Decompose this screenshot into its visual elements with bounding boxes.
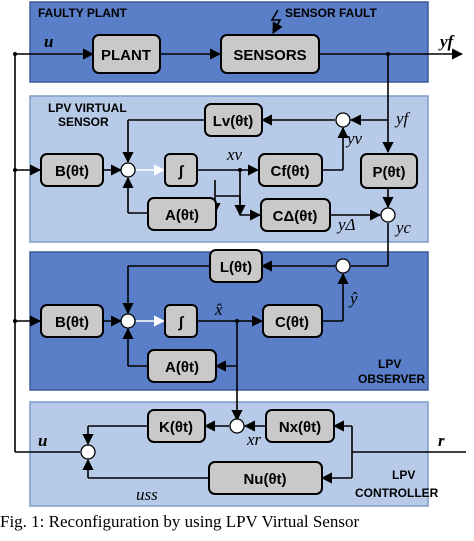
c-delta-block <box>260 198 331 232</box>
integrator-vs-label: ∫ <box>178 163 185 180</box>
l-obs-block <box>209 249 263 283</box>
a-obs-block <box>147 349 217 383</box>
a-vs-block <box>147 197 217 231</box>
b-vs-label: B(θt) <box>55 163 89 180</box>
faulty-plant-title: FAULTY PLANT <box>38 6 128 20</box>
a-obs-label: A(θt) <box>165 359 199 376</box>
observer-title-line2: OBSERVER <box>358 372 425 386</box>
c-obs-label: C(θt) <box>275 314 309 331</box>
observer-title-line1: LPV <box>378 357 401 371</box>
signal-uss: uss <box>136 485 158 504</box>
signal-yhat: ŷ <box>348 289 358 308</box>
sum-junction-xr <box>229 418 245 434</box>
sum-junction-vs-state <box>120 162 136 178</box>
integrator-obs-block <box>164 304 198 338</box>
controller-title-line2: CONTROLLER <box>355 486 439 500</box>
integrator-vs-block <box>164 153 198 187</box>
cf-label: Cf(θt) <box>271 163 310 180</box>
lv-block <box>204 103 263 137</box>
lv-label: Lv(θt) <box>213 113 254 130</box>
sum-junction-yhat <box>335 258 351 274</box>
nx-label: Nx(θt) <box>279 419 321 436</box>
signal-yf-vs: yf <box>394 109 411 128</box>
lightning-icon <box>270 9 283 34</box>
sensors-block <box>220 34 320 74</box>
controller-title-line1: LPV <box>392 468 415 482</box>
signal-ydelta: yΔ <box>336 215 356 234</box>
p-label: P(θt) <box>372 164 405 181</box>
sum-junction-u <box>80 444 96 460</box>
p-block <box>360 153 418 189</box>
b-vs-block <box>40 153 104 187</box>
signal-yv: yv <box>345 129 363 148</box>
nx-block <box>265 409 335 443</box>
sensor-fault-label: SENSOR FAULT <box>285 6 377 20</box>
signal-u-controller: u <box>38 431 47 450</box>
signal-xv: xv <box>226 145 243 164</box>
virtual-sensor-title-line2: SENSOR <box>58 115 109 129</box>
b-obs-block <box>40 304 104 338</box>
signal-r: r <box>438 431 445 450</box>
cf-block <box>258 153 323 187</box>
sum-junction-yv <box>335 112 351 128</box>
sensors-label: SENSORS <box>233 47 306 64</box>
l-obs-label: L(θt) <box>220 259 252 276</box>
nu-block <box>208 461 323 495</box>
sum-junction-obs-state <box>120 313 136 329</box>
signal-yf-output: yf <box>438 32 456 51</box>
c-delta-label: CΔ(θt) <box>273 208 318 225</box>
k-block <box>147 409 206 443</box>
sum-junction-yc <box>380 207 396 223</box>
a-vs-label: A(θt) <box>165 207 199 224</box>
signal-xhat: x̂ <box>214 300 223 319</box>
k-label: K(θt) <box>159 419 193 436</box>
signal-u-top: u <box>44 32 53 51</box>
virtual-sensor-title-line1: LPV VIRTUAL <box>48 101 127 115</box>
signal-yc: yc <box>394 218 412 237</box>
nu-label: Nu(θt) <box>243 471 286 488</box>
b-obs-label: B(θt) <box>55 314 89 331</box>
signal-xr: xr <box>246 430 262 449</box>
c-obs-block <box>262 304 323 338</box>
plant-label: PLANT <box>101 47 151 64</box>
plant-block <box>92 34 161 74</box>
block-diagram: FAULTY PLANT LPV VIRTUAL SENSOR LPV OBSE… <box>13 1 466 507</box>
integrator-obs-label: ∫ <box>178 314 185 331</box>
figure-caption: Fig. 1: Reconfiguration by using LPV Vir… <box>0 512 360 531</box>
